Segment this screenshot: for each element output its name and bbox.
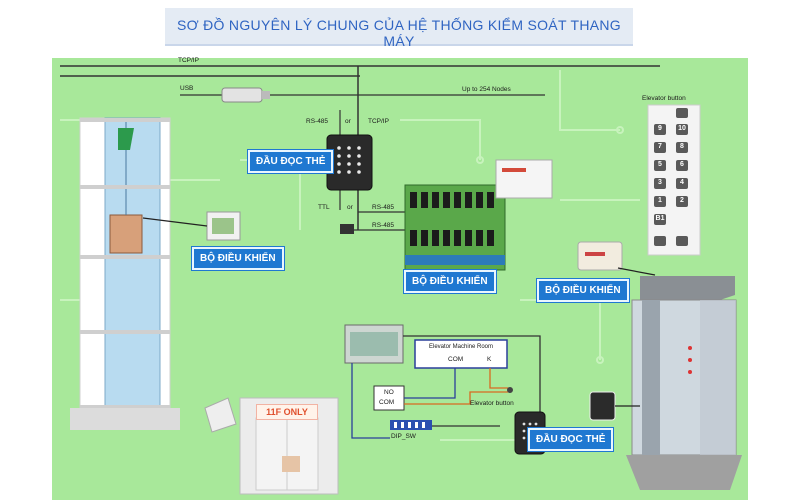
- floor-button-label: 7: [658, 143, 662, 150]
- usb-converter-icon: [221, 87, 270, 103]
- rs485-label-a: RS-485: [372, 204, 395, 211]
- nodes-label: Up to 254 Nodes: [462, 86, 511, 93]
- tag-controller-right: BỘ ĐIỀU KHIỂN: [537, 279, 629, 302]
- no-label: NO: [384, 389, 394, 396]
- com-label: COM: [448, 356, 464, 363]
- card-reader-bottom-right-icon: [589, 391, 616, 421]
- relay-no-com-box: [373, 385, 405, 411]
- relay-controller-board-icon: [404, 184, 506, 271]
- page-title: SƠ ĐỒ NGUYÊN LÝ CHUNG CỦA HỆ THỐNG KIỂM …: [177, 17, 621, 49]
- floor-button-label: 1: [658, 197, 662, 204]
- k-label: K: [487, 356, 492, 363]
- tag-controller-center: BỘ ĐIỀU KHIỂN: [404, 270, 496, 293]
- tcpip-bus-label: TCP/IP: [178, 57, 199, 64]
- machine-room-box: [414, 339, 508, 369]
- or-label-2: or: [347, 204, 353, 211]
- floor-button-label: 3: [658, 179, 662, 186]
- wall-controller-left-icon: [206, 211, 241, 241]
- elevator-button-small-label: Elevator button: [470, 400, 514, 407]
- tag-card-reader-top: ĐẦU ĐỌC THẺ: [248, 150, 334, 173]
- usb-label: USB: [180, 85, 194, 92]
- wall-controller-right-icon: [577, 241, 623, 271]
- hand-card-icon: [204, 397, 237, 433]
- floor-button-label: B1: [655, 215, 665, 222]
- floor-button-label: 4: [680, 179, 684, 186]
- machine-room-label: Elevator Machine Room: [428, 344, 494, 350]
- elevator-button-panel-icon: [647, 104, 701, 256]
- rs485-label-b: RS-485: [372, 222, 395, 229]
- tag-card-reader-bottom: ĐẦU ĐỌC THẺ: [528, 428, 614, 451]
- floor-button-label: 5: [658, 161, 662, 168]
- floor-button-label: 9: [658, 125, 662, 132]
- tcpip-reader-label: TCP/IP: [368, 118, 389, 125]
- card-reader-top-icon: [326, 134, 373, 191]
- floor-button-label: 8: [680, 143, 684, 150]
- power-supply-box-icon: [495, 159, 553, 199]
- floor-button-label: 10: [678, 125, 686, 132]
- tag-controller-left: BỘ ĐIỀU KHIỂN: [192, 247, 284, 270]
- ttl-connector-icon: [340, 224, 354, 234]
- dip-sw-label: DIP_SW: [391, 433, 416, 440]
- elevator-button-wire-icon: [507, 387, 513, 393]
- floor-button-label: 6: [680, 161, 684, 168]
- floor-button-label: 2: [680, 197, 684, 204]
- ttl-label: TTL: [318, 204, 330, 211]
- title-bar: SƠ ĐỒ NGUYÊN LÝ CHUNG CỦA HỆ THỐNG KIỂM …: [165, 8, 633, 49]
- com2-label: COM: [379, 399, 395, 406]
- elevator-cabin-right-icon: [626, 276, 742, 490]
- elevator-button-panel-label: Elevator button: [642, 95, 686, 102]
- or-label-1: or: [345, 118, 351, 125]
- floor-only-sign: 11F ONLY: [256, 404, 318, 420]
- rs485-reader-label: RS-485: [306, 118, 329, 125]
- lower-controller-box-icon: [344, 324, 404, 364]
- elevator-shaft-left-icon: [70, 117, 180, 430]
